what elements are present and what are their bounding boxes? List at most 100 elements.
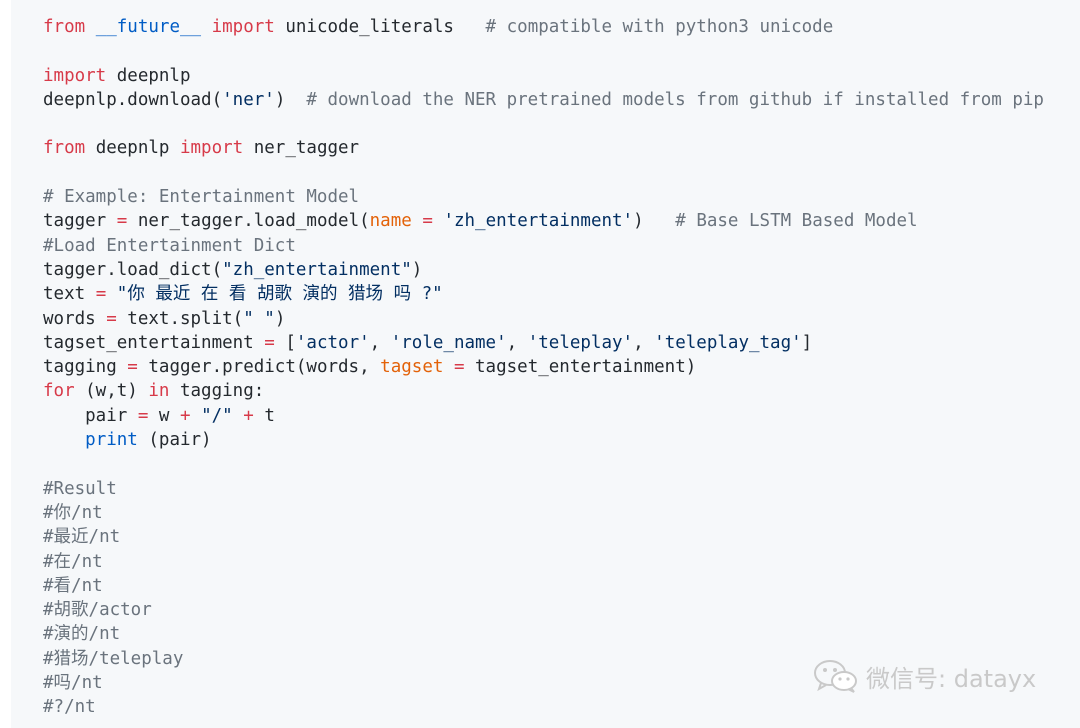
code-token xyxy=(201,17,212,37)
code-token: = xyxy=(137,405,149,426)
code-token: "zh_entertainment" xyxy=(222,259,412,280)
code-token: 'teleplay_tag' xyxy=(654,332,802,353)
code-line: tagset_entertainment = ['actor', 'role_n… xyxy=(43,331,1044,355)
code-token: tagset xyxy=(380,357,444,378)
code-line xyxy=(43,161,1044,185)
code-line: #Result xyxy=(43,477,1044,501)
code-line: tagger = ner_tagger.load_model(name = 'z… xyxy=(43,209,1044,233)
code-line: #Load Entertainment Dict xyxy=(43,234,1044,258)
code-token: deepnlp xyxy=(85,138,180,159)
code-token: = xyxy=(127,357,138,378)
code-token: = xyxy=(116,211,128,232)
code-token xyxy=(43,430,85,450)
code-token: # compatible with python3 unicode xyxy=(485,17,834,37)
code-token: #在/nt xyxy=(43,551,103,572)
code-token: __future__ xyxy=(95,17,202,37)
code-line: print (pair) xyxy=(43,428,1044,452)
code-token: + xyxy=(179,405,191,426)
code-token xyxy=(191,406,202,426)
code-token xyxy=(412,211,423,231)
code-token: = xyxy=(422,211,433,232)
code-token: import xyxy=(179,138,244,159)
watermark: 微信号: datayx xyxy=(812,658,1036,694)
code-token: # download the NER pretrained models fro… xyxy=(306,89,1044,110)
code-token: deepnlp xyxy=(106,65,191,86)
code-line: words = text.split(" ") xyxy=(43,307,1044,331)
code-line: from deepnlp import ner_tagger xyxy=(43,136,1044,160)
code-token: import xyxy=(211,17,275,37)
code-token: , xyxy=(633,332,655,353)
code-line: #胡歌/actor xyxy=(43,598,1044,622)
code-token: = xyxy=(106,308,117,329)
code-token: ) xyxy=(274,89,307,110)
code-line: # Example: Entertainment Model xyxy=(43,185,1044,209)
code-token: tagging xyxy=(43,357,128,378)
code-token: name xyxy=(369,211,412,232)
code-token: ] xyxy=(801,332,813,353)
code-token: , xyxy=(506,332,528,353)
code-token: w xyxy=(148,405,180,426)
code-token: (w,t) xyxy=(74,381,149,402)
code-token: #最近/nt xyxy=(43,527,121,548)
code-token: #胡歌/actor xyxy=(43,600,152,621)
code-text: from __future__ import unicode_literals … xyxy=(43,15,1044,720)
code-token xyxy=(433,211,444,231)
code-token: (pair) xyxy=(137,430,212,451)
code-token: #Result xyxy=(43,478,117,499)
code-line: tagging = tagger.predict(words, tagset =… xyxy=(43,355,1044,379)
code-token: tagset_entertainment) xyxy=(464,357,697,378)
code-token: tagger xyxy=(43,211,117,232)
code-token: for xyxy=(43,381,75,402)
code-token: tagger.load_dict( xyxy=(43,259,223,280)
code-token: in xyxy=(148,381,170,402)
code-token: tagset_entertainment xyxy=(43,332,265,353)
code-line: #你/nt xyxy=(43,501,1044,525)
code-line: #在/nt xyxy=(43,550,1044,574)
code-token xyxy=(443,357,454,377)
code-token: ner_tagger.load_model( xyxy=(127,211,370,232)
code-line: #看/nt xyxy=(43,574,1044,598)
code-token: # Example: Entertainment Model xyxy=(43,187,360,208)
code-token: #看/nt xyxy=(43,575,103,596)
code-token: #猎场/teleplay xyxy=(43,648,184,669)
code-line: tagger.load_dict("zh_entertainment") xyxy=(43,258,1044,282)
code-token: #吗/nt xyxy=(43,673,103,694)
code-token: tagging: xyxy=(169,381,265,402)
watermark-text: 微信号: datayx xyxy=(866,664,1037,693)
code-token: = xyxy=(264,332,275,353)
code-token: 'teleplay' xyxy=(527,332,634,353)
code-token: # Base LSTM Based Model xyxy=(675,211,918,232)
code-token xyxy=(85,17,96,37)
code-line: from __future__ import unicode_literals … xyxy=(43,15,1044,39)
code-token: ) xyxy=(411,259,423,280)
code-token: 'actor' xyxy=(295,332,370,353)
code-token: ) xyxy=(274,308,286,329)
code-token: deepnlp.download( xyxy=(43,89,223,110)
code-token: [ xyxy=(274,332,296,353)
code-token: " " xyxy=(243,308,275,329)
code-token: "/" xyxy=(201,405,233,426)
code-token: words xyxy=(43,308,107,329)
code-token: "你 最近 在 看 胡歌 演的 猎场 吗 ?" xyxy=(116,284,443,305)
code-block: from __future__ import unicode_literals … xyxy=(11,0,1080,728)
code-token: 'role_name' xyxy=(390,332,507,353)
code-token: print xyxy=(85,430,138,451)
code-line: #演的/nt xyxy=(43,622,1044,646)
code-token: ) xyxy=(633,211,676,232)
code-token: unicode_literals xyxy=(274,17,486,37)
code-line: #猎场/teleplay xyxy=(43,647,1044,671)
code-token: text xyxy=(43,284,96,305)
code-token: 'zh_entertainment' xyxy=(443,211,634,232)
code-line: for (w,t) in tagging: xyxy=(43,379,1044,403)
code-token: = xyxy=(95,284,107,305)
code-token: ner_tagger xyxy=(243,138,360,159)
code-token: from xyxy=(43,138,86,159)
code-line: text = "你 最近 在 看 胡歌 演的 猎场 吗 ?" xyxy=(43,282,1044,306)
code-line: #?/nt xyxy=(43,695,1044,719)
code-token: = xyxy=(453,357,465,378)
code-line xyxy=(43,39,1044,63)
code-token: #Load Entertainment Dict xyxy=(43,235,296,256)
code-token xyxy=(233,406,244,426)
code-token: tagger.predict(words, xyxy=(137,357,381,378)
code-line: deepnlp.download('ner') # download the N… xyxy=(43,88,1044,112)
